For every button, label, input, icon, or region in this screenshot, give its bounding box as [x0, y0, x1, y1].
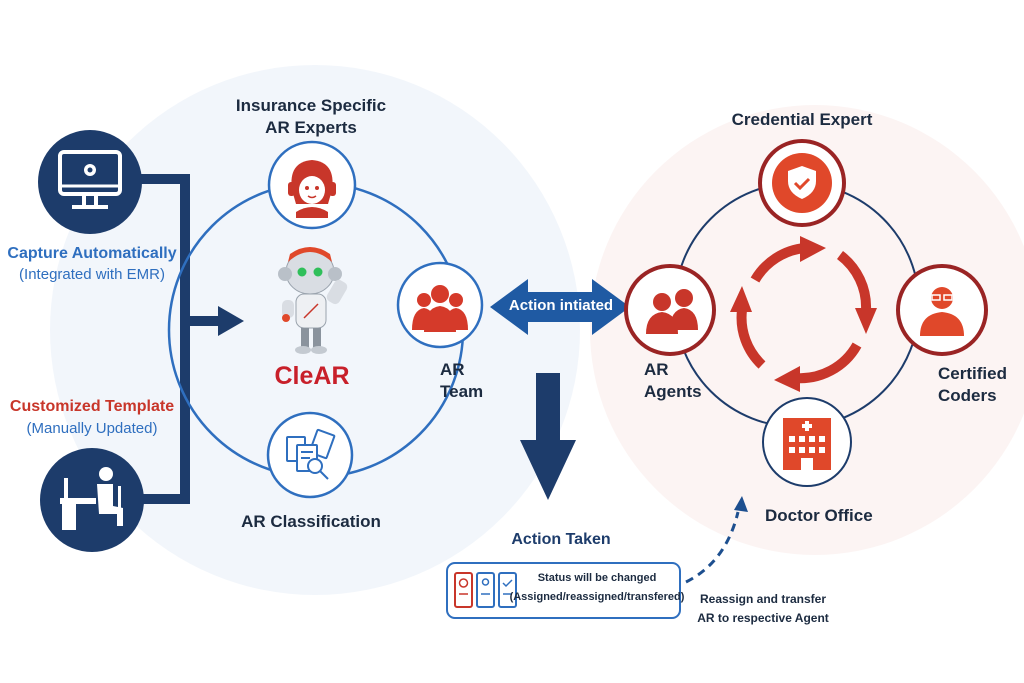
blocked-card-icon — [454, 572, 473, 608]
shield-check-icon — [758, 139, 846, 227]
dashed-arrowhead — [734, 496, 748, 512]
robot-mascot-icon — [278, 247, 348, 354]
documents-search-icon — [266, 411, 354, 499]
down-arrow — [520, 373, 576, 500]
ar-agents-label-line1: AR — [644, 360, 669, 379]
person-at-desk-icon — [40, 448, 144, 552]
input-bracket-connector — [140, 174, 244, 504]
credential-expert-label: Credential Expert — [731, 110, 873, 129]
capture-automatically-title: Capture Automatically — [7, 245, 177, 262]
status-line2: (Assigned/reassigned/transfered) — [509, 591, 685, 603]
certified-coders-label-line2: Coders — [938, 386, 997, 405]
check-card-icon — [498, 572, 517, 608]
cycle-arrows-icon — [736, 243, 872, 384]
customized-template-subtitle: (Manually Updated) — [26, 420, 158, 437]
clear-brand-label: CleAR — [274, 362, 350, 390]
headset-woman-icon — [267, 140, 357, 230]
reassign-note-line2: AR to respective Agent — [697, 611, 829, 625]
capture-automatically-subtitle: (Integrated with EMR) — [19, 266, 165, 283]
cycle-arrowheads — [730, 236, 877, 392]
ar-experts-label: AR Experts — [265, 118, 357, 137]
agents-headset-icon — [624, 264, 716, 356]
assigned-card-icon — [476, 572, 495, 608]
monitor-gear-icon — [38, 130, 142, 234]
customized-template-title: Customized Template — [9, 398, 175, 415]
status-line1: Status will be changed — [537, 572, 657, 584]
ar-team-label-line1: AR — [440, 360, 465, 379]
action-taken-box — [446, 562, 681, 619]
coder-icon — [896, 264, 988, 356]
action-taken-title: Action Taken — [511, 531, 611, 548]
ar-agents-label-line2: Agents — [644, 382, 702, 401]
certified-coders-label-line1: Certified — [938, 364, 1007, 383]
doctor-office-label: Doctor Office — [765, 506, 873, 525]
action-initiated-label: Action intiated — [508, 297, 614, 314]
team-icon — [396, 261, 484, 349]
reassign-note-line1: Reassign and transfer — [699, 592, 827, 606]
hospital-icon — [762, 397, 852, 487]
insurance-specific-label: Insurance Specific — [235, 96, 387, 115]
reassign-dashed-arrow — [685, 511, 740, 584]
ar-team-label-line2: Team — [440, 382, 484, 401]
ar-classification-label: AR Classification — [241, 512, 381, 531]
action-initiated-double-arrow — [490, 279, 630, 335]
right-background-blob — [590, 105, 1024, 555]
